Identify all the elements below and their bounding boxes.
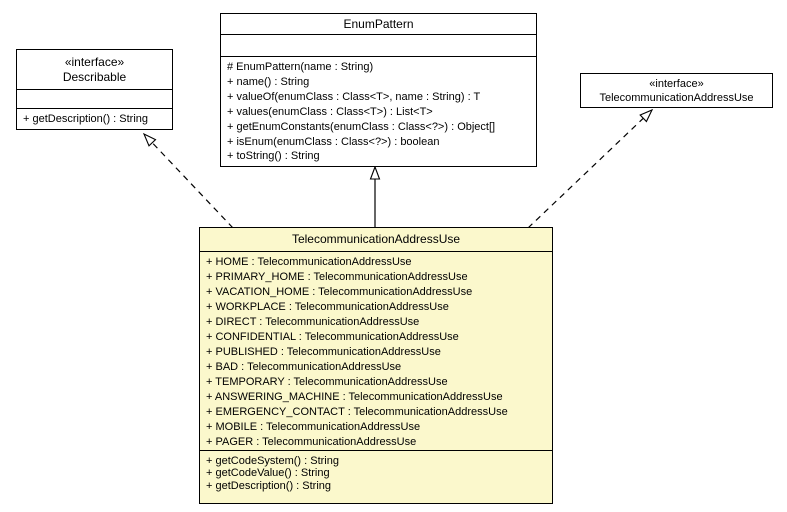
class-name: Describable xyxy=(62,69,127,84)
method-item: + getDescription() : String xyxy=(206,479,332,492)
class-name: TelecommunicationAddressUse xyxy=(599,91,754,104)
method-item: + getCodeValue() : String xyxy=(206,467,330,480)
methods-compartment: + getDescription() : String xyxy=(17,108,172,129)
method-item: + getEnumConstants(enumClass : Class<?>)… xyxy=(227,120,496,133)
attribute-item: + PUBLISHED : TelecommunicationAddressUs… xyxy=(206,346,441,358)
method-item: + name() : String xyxy=(227,75,310,88)
class-box-telecom-class: TelecommunicationAddressUse + HOME : Tel… xyxy=(199,227,553,504)
method-item: + getCodeSystem() : String xyxy=(206,455,339,467)
attribute-item: + EMERGENCY_CONTACT : TelecommunicationA… xyxy=(206,406,508,418)
methods-compartment: # EnumPattern(name : String) + name() : … xyxy=(221,56,536,166)
attribute-item: + PRIMARY_HOME : TelecommunicationAddres… xyxy=(206,271,468,283)
method-item: + toString() : String xyxy=(227,150,320,163)
class-box-describable: «interface» Describable + getDescription… xyxy=(16,49,173,130)
class-title-telecom-interface: «interface» TelecommunicationAddressUse xyxy=(581,74,772,107)
method-item: + isEnum(enumClass : Class<?>) : boolean xyxy=(227,135,440,148)
stereotype-label: «interface» xyxy=(649,77,704,90)
methods-compartment: + getCodeSystem() : String + getCodeValu… xyxy=(200,450,552,503)
attributes-compartment-empty xyxy=(17,89,172,108)
class-title-describable: «interface» Describable xyxy=(17,50,172,89)
attribute-item: + WORKPLACE : TelecommunicationAddressUs… xyxy=(206,301,449,313)
attribute-item: + TEMPORARY : TelecommunicationAddressUs… xyxy=(206,376,448,388)
method-item: + values(enumClass : Class<T>) : List<T> xyxy=(227,105,433,118)
attribute-item: + VACATION_HOME : TelecommunicationAddre… xyxy=(206,286,473,298)
attributes-compartment-empty xyxy=(221,34,536,56)
method-item: + valueOf(enumClass : Class<T>, name : S… xyxy=(227,90,481,103)
class-box-enumpattern: EnumPattern # EnumPattern(name : String)… xyxy=(220,13,537,167)
class-title-telecom-class: TelecommunicationAddressUse xyxy=(200,228,552,251)
class-name: TelecommunicationAddressUse xyxy=(291,232,461,246)
class-name: EnumPattern xyxy=(343,16,414,31)
attribute-item: + HOME : TelecommunicationAddressUse xyxy=(206,256,412,268)
attributes-compartment: + HOME : TelecommunicationAddressUse + P… xyxy=(200,251,552,450)
attribute-item: + MOBILE : TelecommunicationAddressUse xyxy=(206,421,421,433)
method-item: # EnumPattern(name : String) xyxy=(227,61,374,73)
class-title-enumpattern: EnumPattern xyxy=(221,14,536,34)
attribute-item: + BAD : TelecommunicationAddressUse xyxy=(206,361,402,373)
attribute-item: + PAGER : TelecommunicationAddressUse xyxy=(206,436,417,448)
method-item: + getDescription() : String xyxy=(23,113,149,125)
stereotype-label: «interface» xyxy=(64,54,125,69)
attribute-item: + DIRECT : TelecommunicationAddressUse xyxy=(206,316,420,328)
attribute-item: + ANSWERING_MACHINE : TelecommunicationA… xyxy=(206,391,503,403)
attribute-item: + CONFIDENTIAL : TelecommunicationAddres… xyxy=(206,331,459,343)
class-box-telecom-interface: «interface» TelecommunicationAddressUse xyxy=(580,73,773,108)
realization-edge-telecom-interface xyxy=(527,108,654,229)
